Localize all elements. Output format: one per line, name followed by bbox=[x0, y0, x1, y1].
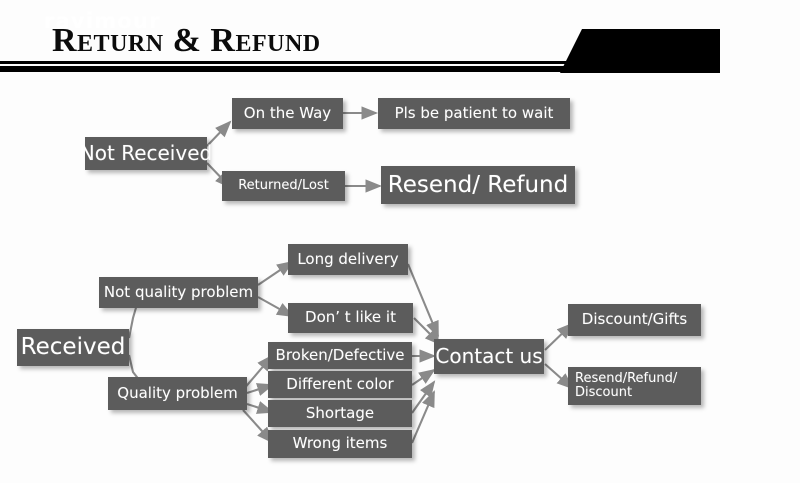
node-wrong-items[interactable]: Wrong items bbox=[268, 430, 412, 458]
node-not-received[interactable]: Not Received bbox=[80, 137, 212, 170]
brand-logo-block bbox=[560, 29, 720, 73]
node-broken-defective[interactable]: Broken/Defective bbox=[268, 342, 412, 369]
node-on-the-way[interactable]: On the Way bbox=[232, 98, 343, 129]
node-returned-lost[interactable]: Returned/Lost bbox=[222, 171, 345, 201]
node-different-color[interactable]: Different color bbox=[268, 371, 412, 398]
node-not-quality-problem[interactable]: Not quality problem bbox=[99, 277, 258, 308]
brand-logo-text: ravimour bbox=[44, 9, 161, 33]
edge-differentcolor-contact bbox=[411, 368, 436, 386]
node-shortage[interactable]: Shortage bbox=[268, 400, 412, 427]
node-discount-gifts[interactable]: Discount/Gifts bbox=[568, 304, 701, 336]
node-contact-us[interactable]: Contact us bbox=[434, 339, 544, 374]
edge-shortage-contact bbox=[411, 380, 436, 414]
edge-notquality-dontlike bbox=[257, 296, 294, 318]
node-resend-refund-discount[interactable]: Resend/Refund/ Discount bbox=[568, 367, 701, 405]
page-title: Return & Refund bbox=[52, 22, 321, 59]
edge-notquality-longdelivery bbox=[257, 260, 294, 286]
node-received[interactable]: Received bbox=[17, 329, 129, 366]
node-resend-refund[interactable]: Resend/ Refund bbox=[381, 166, 575, 204]
node-dont-like-it[interactable]: Don’ t like it bbox=[288, 303, 413, 333]
node-quality-problem[interactable]: Quality problem bbox=[108, 377, 247, 410]
page-header: Return & Refund ravimour bbox=[0, 0, 800, 80]
node-long-delivery[interactable]: Long delivery bbox=[288, 244, 408, 275]
edge-wrongitems-contact bbox=[411, 390, 435, 444]
node-pls-be-patient[interactable]: Pls be patient to wait bbox=[378, 98, 570, 129]
header-rule-thick bbox=[0, 66, 660, 72]
header-rule-thin bbox=[0, 61, 660, 64]
